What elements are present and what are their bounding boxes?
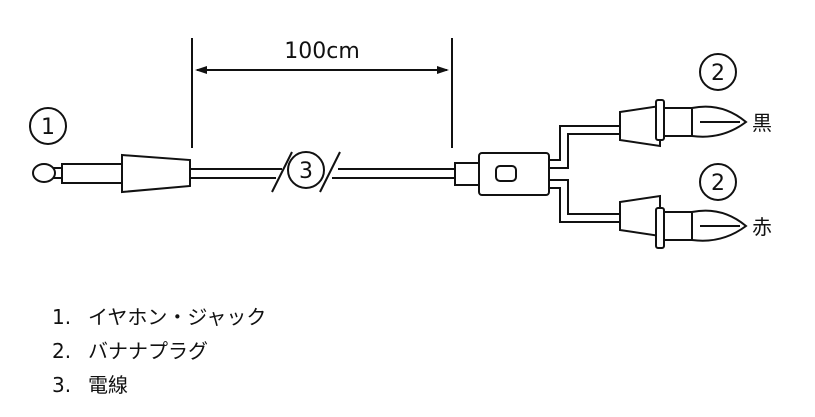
banana-plug-black <box>619 99 748 148</box>
dimension-label: 100cm <box>284 39 360 64</box>
svg-text:1: 1 <box>41 115 55 140</box>
color-label-red: 赤 <box>752 215 772 239</box>
legend-text: イヤホン・ジャック <box>88 305 267 329</box>
cable-splitter <box>454 125 620 223</box>
banana-plug-red <box>619 194 748 249</box>
parts-legend: 1. イヤホン・ジャック 2. バナナプラグ 3. 電線 <box>52 300 266 402</box>
svg-text:2: 2 <box>711 171 725 196</box>
dimension-marker: 100cm <box>191 38 453 148</box>
svg-text:3: 3 <box>299 159 313 184</box>
legend-item: 1. イヤホン・ジャック <box>52 300 266 334</box>
svg-text:2: 2 <box>711 61 725 86</box>
callout-plug-red: 2 <box>699 163 737 201</box>
legend-text: バナナプラグ <box>88 339 208 363</box>
legend-number: 3. <box>52 373 72 397</box>
callout-jack: 1 <box>29 107 67 145</box>
color-label-black: 黒 <box>752 111 772 135</box>
cable <box>190 151 455 193</box>
callout-plug-black: 2 <box>699 53 737 91</box>
legend-number: 2. <box>52 339 72 363</box>
callout-cable: 3 <box>287 151 325 189</box>
legend-number: 1. <box>52 305 72 329</box>
legend-item: 2. バナナプラグ <box>52 334 266 368</box>
legend-item: 3. 電線 <box>52 368 266 402</box>
cable-diagram: 100cm <box>29 38 772 249</box>
legend-text: 電線 <box>88 373 128 397</box>
earphone-jack <box>32 153 191 194</box>
